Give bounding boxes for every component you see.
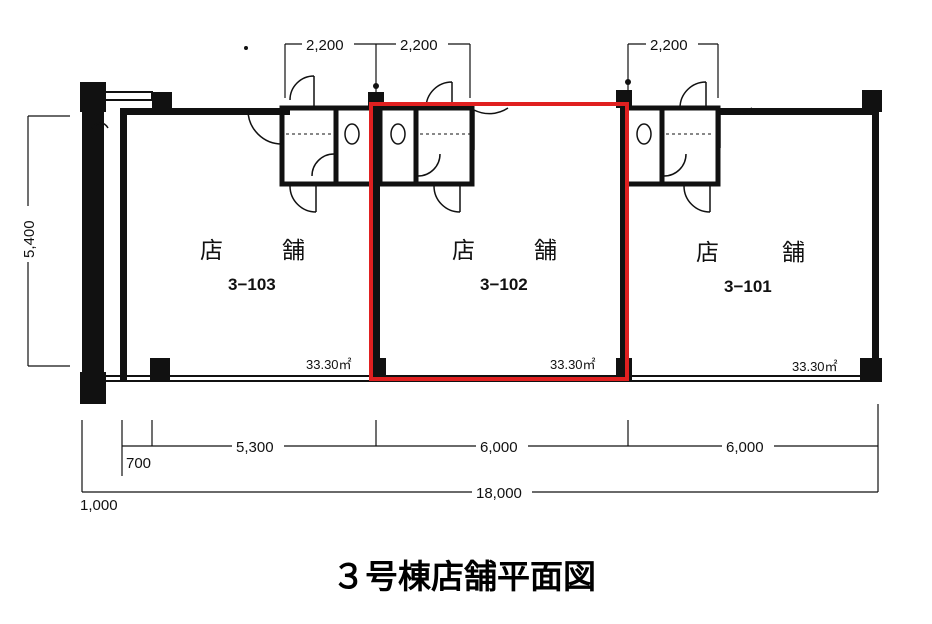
- pillar-right-top: [862, 90, 882, 112]
- door-swing-101-right: [719, 107, 753, 148]
- dim-5300-bg: [232, 436, 284, 456]
- dim-offset-700: 700: [126, 455, 151, 472]
- dim-depth: 5,400: [21, 220, 38, 258]
- dim-depth-bg: [18, 206, 38, 262]
- party-wall-102-101: [620, 100, 628, 382]
- dim-span-102: 6,000: [480, 439, 518, 456]
- door-swing-wc-101: [663, 153, 687, 177]
- dim-top-left-b-bg: [396, 34, 448, 54]
- dim-top-left-a: 2,200: [306, 37, 344, 54]
- dim-6000b-bg: [722, 436, 774, 456]
- door-swing-103-top: [247, 109, 283, 145]
- dim-marker-c: [244, 46, 248, 50]
- wall-top-103: [120, 108, 290, 115]
- dimension-top: 2,200 2,200 2,200: [244, 34, 719, 98]
- dimension-bottom: 5,300 6,000 6,000 700 18,000 1,000: [80, 404, 879, 514]
- corridor-strip: [103, 91, 153, 101]
- door-swing-103-mid: [289, 75, 315, 108]
- door-swing-wc-102: [417, 153, 441, 177]
- unit-3-103-number: 3−103: [228, 275, 276, 294]
- dim-top-right-bg: [646, 34, 698, 54]
- unit-3-101: 店 舗 3−101 33.30㎡: [696, 240, 838, 374]
- unit-3-101-number: 3−101: [724, 277, 772, 296]
- party-wall-103-102: [372, 100, 380, 382]
- dim-marker-b: [625, 79, 631, 85]
- unit-3-102-shop-char2: 舗: [534, 238, 557, 264]
- dim-total-bg: [472, 482, 532, 502]
- entry-arc: [91, 122, 109, 129]
- wall-right-101: [872, 92, 879, 382]
- toilet-101: [636, 123, 652, 145]
- washroom-block-101: [623, 81, 753, 213]
- unit-3-103-shop-char2: 舗: [282, 238, 305, 264]
- unit-3-101-shop-char1: 店: [696, 240, 719, 266]
- toilet-102: [390, 123, 406, 145]
- unit-3-102-shop-char1: 店: [452, 238, 475, 264]
- pillar-corridor: [152, 92, 172, 112]
- door-swing-103-bottom: [289, 185, 317, 213]
- pillar-left-base: [80, 372, 106, 404]
- unit-3-101-shop-char2: 舗: [782, 240, 805, 266]
- washroom-block-103-102: [247, 75, 509, 213]
- door-swing-102-right: [473, 107, 509, 150]
- pillar-102-bl: [370, 358, 386, 382]
- unit-3-103: 店 舗 3−103 33.30㎡: [200, 238, 352, 372]
- pillar-103-bl: [150, 358, 170, 382]
- dim-top-right: 2,200: [650, 37, 688, 54]
- unit-3-102: 店 舗 3−102 33.30㎡: [452, 238, 596, 372]
- dim-span-101: 6,000: [726, 439, 764, 456]
- pillar-right-bottom: [860, 358, 882, 382]
- door-swing-wc-103: [311, 153, 335, 177]
- wall-top-101: [716, 108, 876, 115]
- wc-box-101: [623, 105, 721, 187]
- dim-total: 18,000: [476, 485, 522, 502]
- wall-left-103: [120, 108, 127, 380]
- door-swing-101-bottom: [683, 185, 711, 213]
- dim-top-left-a-bg: [302, 34, 354, 54]
- dim-span-103: 5,300: [236, 439, 274, 456]
- dim-offset-1000: 1,000: [80, 497, 118, 514]
- plan-title: ３号棟店舗平面図: [332, 557, 596, 596]
- unit-3-102-number: 3−102: [480, 275, 528, 294]
- wc-box-102: [377, 105, 475, 187]
- dimension-depth: 5,400: [18, 115, 70, 367]
- door-swing-102-bottom: [433, 185, 461, 213]
- unit-3-103-shop-char1: 店: [200, 238, 223, 264]
- unit-3-102-area: 33.30㎡: [550, 357, 596, 372]
- dim-6000a-bg: [476, 436, 528, 456]
- dim-top-left-b: 2,200: [400, 37, 438, 54]
- unit-3-103-area: 33.30㎡: [306, 357, 352, 372]
- pillar-left-cap: [80, 82, 106, 112]
- door-swing-101-top: [679, 81, 707, 109]
- pillar-left: [82, 84, 104, 404]
- wc-box-103: [279, 105, 377, 187]
- toilet-103: [344, 123, 360, 145]
- highlight-unit-3-102: [369, 102, 629, 381]
- unit-3-101-area: 33.30㎡: [792, 359, 838, 374]
- dim-marker-a: [373, 83, 379, 89]
